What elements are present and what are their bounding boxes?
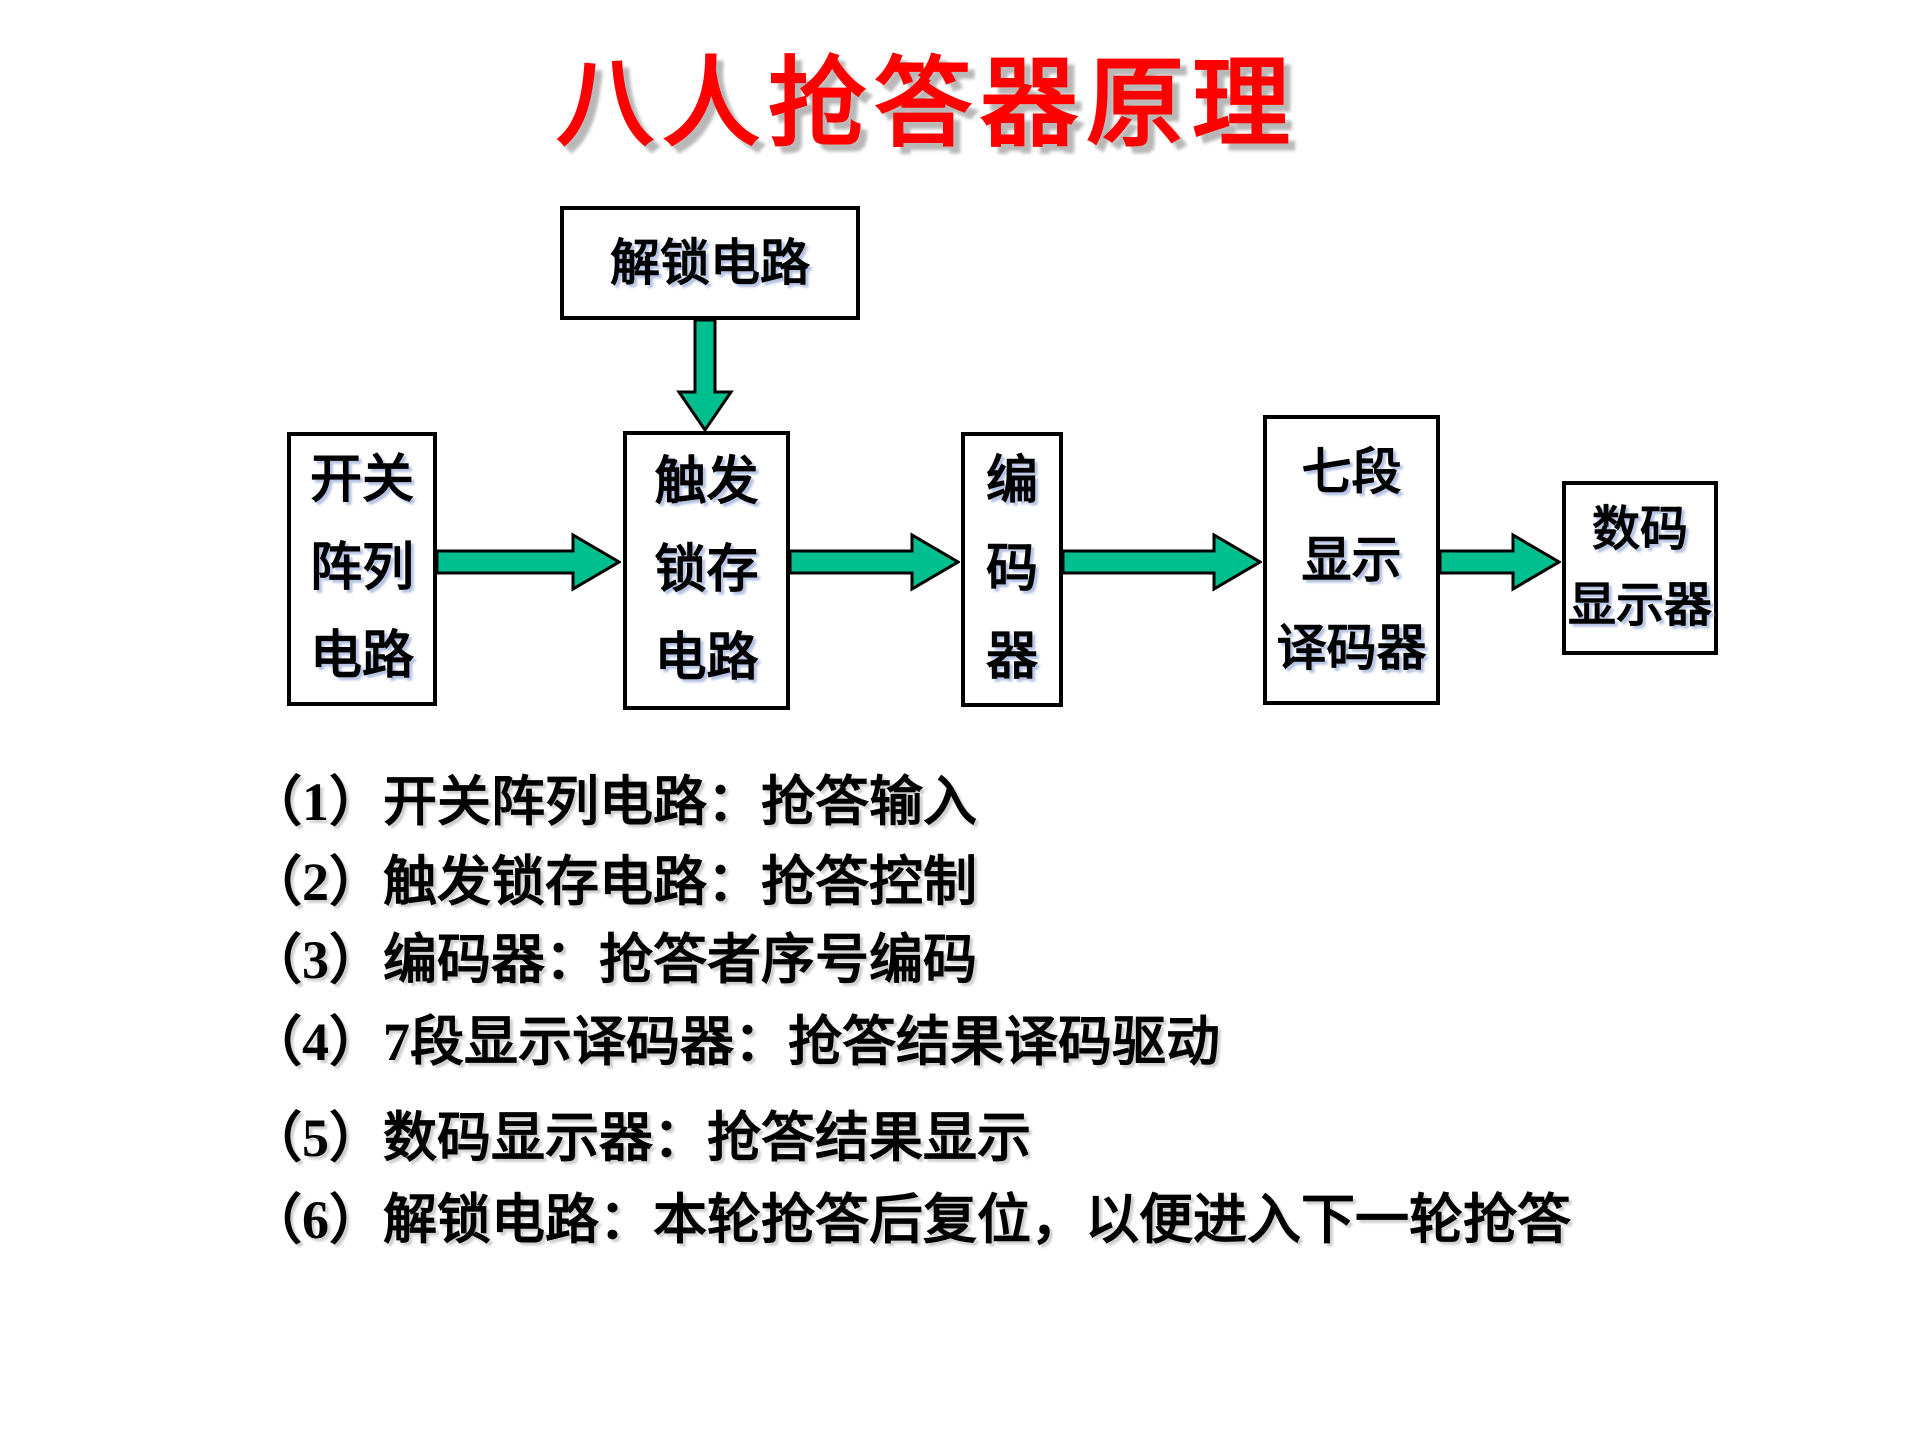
note-item-4: （4）7段显示译码器：抢答结果译码驱动 (248, 1010, 1220, 1074)
arrow-switch-to-trigger-icon (437, 532, 621, 592)
note-text: 编码器：抢答者序号编码 (383, 930, 977, 990)
seven-seg-decoder-label: 七段 显示 译码器 (1276, 444, 1427, 676)
note-number: （2） (248, 852, 383, 912)
note-text: 开关阵列电路：抢答输入 (383, 772, 977, 832)
digital-display-label: 数码 显示器 (1567, 503, 1712, 632)
unlock-circuit-label: 解锁电路 (610, 235, 810, 291)
digital-display-box: 数码 显示器 (1562, 481, 1718, 655)
arrow-down-unlock-to-trigger-icon (676, 318, 734, 433)
note-number: （1） (248, 772, 383, 832)
unlock-circuit-box: 解锁电路 (560, 206, 860, 320)
seven-seg-decoder-box: 七段 显示 译码器 (1263, 415, 1440, 705)
note-item-3: （3）编码器：抢答者序号编码 (248, 928, 977, 992)
note-text: 7段显示译码器：抢答结果译码驱动 (383, 1012, 1220, 1072)
switch-array-box: 开关 阵列 电路 (287, 432, 437, 706)
note-item-5: （5）数码显示器：抢答结果显示 (248, 1106, 1031, 1170)
arrow-shape (437, 532, 621, 592)
arrow-trigger-to-encoder-icon (790, 532, 960, 592)
note-item-6: （6）解锁电路：本轮抢答后复位，以便进入下一轮抢答 (248, 1188, 1571, 1252)
note-number: （4） (248, 1012, 383, 1072)
arrow-decoder-to-display-icon (1440, 532, 1561, 592)
arrow-shape (790, 532, 960, 592)
note-text: 数码显示器：抢答结果显示 (383, 1108, 1031, 1168)
note-number: （5） (248, 1108, 383, 1168)
note-item-2: （2）触发锁存电路：抢答控制 (248, 850, 977, 914)
encoder-label: 编 码 器 (985, 452, 1038, 686)
switch-array-label: 开关 阵列 电路 (309, 452, 414, 685)
encoder-box: 编 码 器 (961, 432, 1063, 707)
note-text: 解锁电路：本轮抢答后复位，以便进入下一轮抢答 (383, 1190, 1571, 1250)
trigger-latch-label: 触发 锁存 电路 (654, 453, 759, 687)
arrow-encoder-to-decoder-icon (1063, 532, 1262, 592)
arrow-shape (1063, 532, 1262, 592)
note-text: 触发锁存电路：抢答控制 (383, 852, 977, 912)
note-number: （3） (248, 930, 383, 990)
note-item-1: （1）开关阵列电路：抢答输入 (248, 770, 977, 834)
note-number: （6） (248, 1190, 383, 1250)
arrow-shape (676, 318, 734, 433)
page-title: 八人抢答器原理 (555, 51, 1298, 159)
trigger-latch-box: 触发 锁存 电路 (623, 431, 790, 710)
arrow-shape (1440, 532, 1561, 592)
